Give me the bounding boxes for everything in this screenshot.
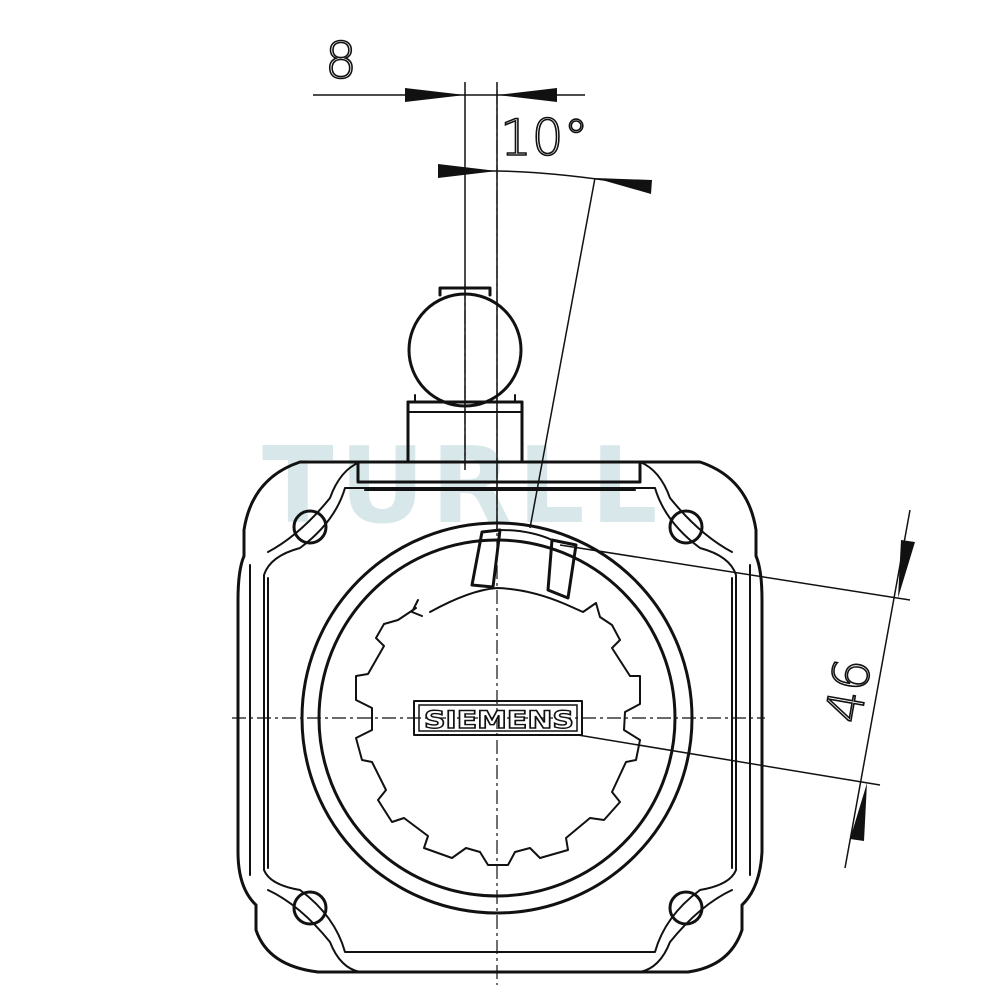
bolt-hole-bottom-left [292, 890, 328, 926]
dimension-46-label: 46 [815, 654, 883, 727]
connector-plug [406, 286, 524, 462]
dimension-8-label: 8 [325, 32, 357, 90]
dimension-10-degree: 10° [438, 108, 652, 529]
bolt-hole-top-right [668, 509, 704, 545]
siemens-logo-plate: SIEMENS [413, 700, 583, 736]
bolt-hole-top-left [292, 509, 328, 545]
bolt-hole-bottom-right [668, 890, 704, 926]
spline-profile [355, 587, 641, 866]
pilot-ring [300, 521, 694, 915]
flange-body [236, 460, 764, 974]
dimension-46: 46 [559, 509, 915, 869]
siemens-logo-text: SIEMENS [424, 706, 574, 734]
key-notch [470, 528, 578, 600]
dimension-10-degree-label: 10° [500, 109, 589, 167]
